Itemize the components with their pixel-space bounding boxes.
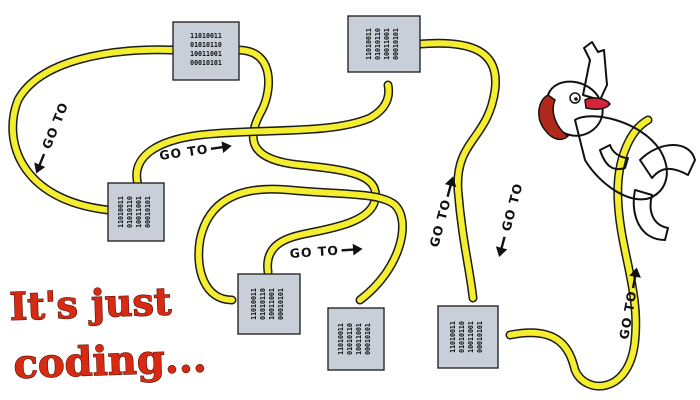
code-line: 10011001 [467,321,475,353]
goto-label: GO TO [495,181,526,257]
arrow-head [34,162,46,174]
goto-label: GO TO [426,176,457,249]
caption-line-2: coding... [13,334,208,388]
code-line: 01010110 [259,288,267,320]
code-line: 00010101 [190,59,222,67]
code-line: 11010011 [449,321,457,353]
goto-label: GO TO [158,141,232,163]
code-box-frame [347,15,421,73]
code-line: 10011001 [190,50,222,58]
code-line: 10011001 [135,196,143,228]
code-line: 01010110 [346,323,354,355]
code-box-frame [172,21,240,81]
code-box-frame [107,182,165,242]
wire [9,46,175,213]
arrow-head [221,141,232,154]
code-line: 00010101 [392,28,400,60]
wire [507,117,651,390]
wire [417,40,499,301]
code-line: 01010110 [374,28,382,60]
man-arm-lower [599,144,629,170]
goto-label: GO TO [34,100,71,174]
wire [235,47,379,275]
man-pupil [574,97,578,101]
code-line: 01010110 [190,41,222,49]
code-line: 11010011 [337,323,345,355]
code-line: 10011001 [355,323,363,355]
code-line: 10011001 [383,28,391,60]
code-box-frame [437,305,499,369]
goto-text: GO TO [426,197,453,249]
goto-label: GO TO [289,243,363,261]
code-line: 01010110 [126,196,134,228]
man-tongue [584,97,611,110]
arrow-head [495,246,508,257]
arrow-head [629,267,641,278]
code-line: 11010011 [117,196,125,228]
code-line: 11010011 [190,32,222,40]
code-line: 11010011 [250,288,258,320]
man-torso [574,115,668,201]
caption: It's just coding... [8,278,208,389]
code-box-frame [237,273,301,335]
wire [133,82,392,188]
code-line: 00010101 [144,196,152,228]
arrow-head [352,243,363,256]
wire [195,186,406,303]
code-line: 11010011 [365,28,373,60]
code-line: 00010101 [364,323,372,355]
man-arm-raised [582,41,608,101]
code-line: 00010101 [277,288,285,320]
goto-text: GO TO [289,243,339,261]
code-line: 01010110 [458,321,466,353]
wires [8,38,653,391]
cartoon-man [538,41,696,241]
man-hair [538,94,570,141]
goto-text: GO TO [158,141,209,163]
man-leg-back [639,144,696,179]
goto-text: GO TO [39,100,71,151]
code-line: 10011001 [268,288,276,320]
man-leg-front [632,189,669,241]
goto-text: GO TO [498,181,525,233]
wire [233,45,380,277]
code-box-frame [327,307,385,371]
caption-line-1: It's just [9,278,173,329]
code-boxes: 1101001101010110100110010001010111010011… [107,15,499,371]
code-line: 00010101 [476,321,484,353]
arrow-head [444,176,457,188]
